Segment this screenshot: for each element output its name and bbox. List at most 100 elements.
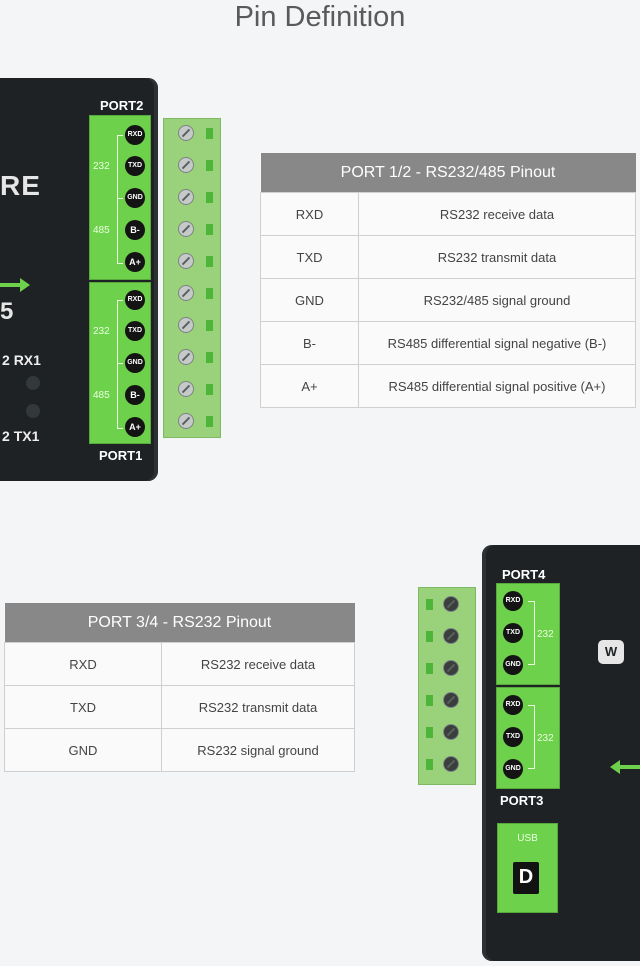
table-header: PORT 3/4 - RS232 Pinout — [4, 603, 355, 643]
port2-label: PORT2 — [100, 98, 144, 113]
port2-pin-b: B- — [125, 220, 145, 240]
led-rx1-label: 2 RX1 — [2, 352, 41, 368]
arrow-logo-icon — [610, 760, 640, 774]
port1-connector: RXD TXD GND B- A+ 232 485 — [89, 282, 151, 444]
screw-terminal-2[interactable] — [178, 157, 194, 173]
pin-name: TXD — [260, 235, 359, 279]
screw-terminal-3[interactable] — [178, 189, 194, 205]
brand-logo-icon: W — [598, 640, 624, 664]
screw-terminal-5[interactable] — [443, 724, 459, 740]
terminal-tab — [426, 599, 433, 610]
port3-pin-gnd: GND — [503, 759, 523, 779]
port2-pin-txd: TXD — [125, 156, 145, 176]
port4-pin-gnd: GND — [503, 655, 523, 675]
terminal-tab — [426, 759, 433, 770]
screw-terminal-6[interactable] — [178, 285, 194, 301]
device-model-partial: 5 — [0, 298, 14, 325]
arrow-logo-icon — [0, 278, 30, 292]
port3-bracket-232 — [528, 705, 535, 769]
pin-name: GND — [4, 728, 162, 772]
device-brand-partial: RE — [0, 170, 41, 201]
port3-pin-txd: TXD — [503, 727, 523, 747]
pin-description: RS485 differential signal negative (B-) — [358, 321, 636, 365]
port3-label: PORT3 — [500, 793, 544, 808]
pin-name: B- — [260, 321, 359, 365]
terminal-block-top — [163, 118, 221, 438]
terminal-tab — [206, 160, 213, 171]
port2-mode-232: 232 — [93, 161, 110, 172]
led-tx1-indicator — [26, 404, 40, 418]
screw-terminal-5[interactable] — [178, 253, 194, 269]
port4-bracket-232 — [528, 601, 535, 665]
led-tx1-label: 2 TX1 — [2, 428, 40, 444]
port1-pin-a: A+ — [125, 417, 145, 437]
port2-bracket-485 — [117, 198, 123, 264]
port3-connector: RXD TXD GND 232 — [496, 687, 560, 789]
pin-name: A+ — [260, 364, 359, 408]
terminal-tab — [206, 192, 213, 203]
port1-pin-b: B- — [125, 385, 145, 405]
terminal-tab — [206, 256, 213, 267]
table-row: RXD RS232 receive data — [4, 642, 355, 686]
pin-name: RXD — [4, 642, 162, 686]
screw-terminal-3[interactable] — [443, 660, 459, 676]
page-title: Pin Definition — [234, 1, 406, 33]
pin-name: TXD — [4, 685, 162, 729]
terminal-tab — [426, 727, 433, 738]
pin-description: RS232 signal ground — [161, 728, 355, 772]
port2-connector: RXD TXD GND B- A+ 232 485 — [89, 115, 151, 280]
port2-pin-rxd: RXD — [125, 125, 145, 145]
port4-pin-txd: TXD — [503, 623, 523, 643]
port1-pin-rxd: RXD — [125, 290, 145, 310]
pin-description: RS232 receive data — [358, 192, 636, 236]
usb-connector: USB D — [497, 823, 558, 913]
table-row: RXD RS232 receive data — [260, 192, 636, 236]
screw-terminal-8[interactable] — [178, 349, 194, 365]
terminal-tab — [206, 416, 213, 427]
pin-name: RXD — [260, 192, 359, 236]
led-rx1-indicator — [26, 376, 40, 390]
table-header: PORT 1/2 - RS232/485 Pinout — [260, 153, 636, 193]
screw-terminal-7[interactable] — [178, 317, 194, 333]
terminal-tab — [206, 224, 213, 235]
screw-terminal-4[interactable] — [178, 221, 194, 237]
terminal-tab — [206, 288, 213, 299]
port34-pinout-table: PORT 3/4 - RS232 Pinout RXD RS232 receiv… — [4, 603, 355, 772]
terminal-tab — [206, 352, 213, 363]
screw-terminal-1[interactable] — [178, 125, 194, 141]
terminal-tab — [206, 320, 213, 331]
port4-connector: RXD TXD GND 232 — [496, 583, 560, 685]
usb-port[interactable]: D — [513, 862, 539, 894]
port4-label: PORT4 — [502, 567, 546, 582]
port1-mode-232: 232 — [93, 326, 110, 337]
port4-pin-rxd: RXD — [503, 591, 523, 611]
port4-mode-232: 232 — [537, 629, 554, 640]
port2-pin-gnd: GND — [125, 188, 145, 208]
screw-terminal-2[interactable] — [443, 628, 459, 644]
terminal-tab — [426, 631, 433, 642]
table-row: GND RS232/485 signal ground — [260, 278, 636, 322]
port1-label: PORT1 — [99, 448, 143, 463]
terminal-tab — [426, 695, 433, 706]
pin-description: RS232 transmit data — [358, 235, 636, 279]
screw-terminal-10[interactable] — [178, 413, 194, 429]
port2-bracket-232 — [117, 135, 123, 199]
usb-port-letter: D — [518, 866, 534, 888]
table-row: GND RS232 signal ground — [4, 728, 355, 772]
table-row: TXD RS232 transmit data — [4, 685, 355, 729]
screw-terminal-6[interactable] — [443, 756, 459, 772]
screw-terminal-1[interactable] — [443, 596, 459, 612]
pin-description: RS232 transmit data — [161, 685, 355, 729]
port1-mode-485: 485 — [93, 390, 110, 401]
port2-pin-a: A+ — [125, 252, 145, 272]
port1-pin-gnd: GND — [125, 353, 145, 373]
screw-terminal-4[interactable] — [443, 692, 459, 708]
usb-label: USB — [517, 833, 538, 844]
pin-description: RS485 differential signal positive (A+) — [358, 364, 636, 408]
port12-pinout-table: PORT 1/2 - RS232/485 Pinout RXD RS232 re… — [260, 153, 636, 408]
screw-terminal-9[interactable] — [178, 381, 194, 397]
port1-bracket-485 — [117, 363, 123, 429]
port3-mode-232: 232 — [537, 733, 554, 744]
port2-mode-485: 485 — [93, 225, 110, 236]
table-row: B- RS485 differential signal negative (B… — [260, 321, 636, 365]
